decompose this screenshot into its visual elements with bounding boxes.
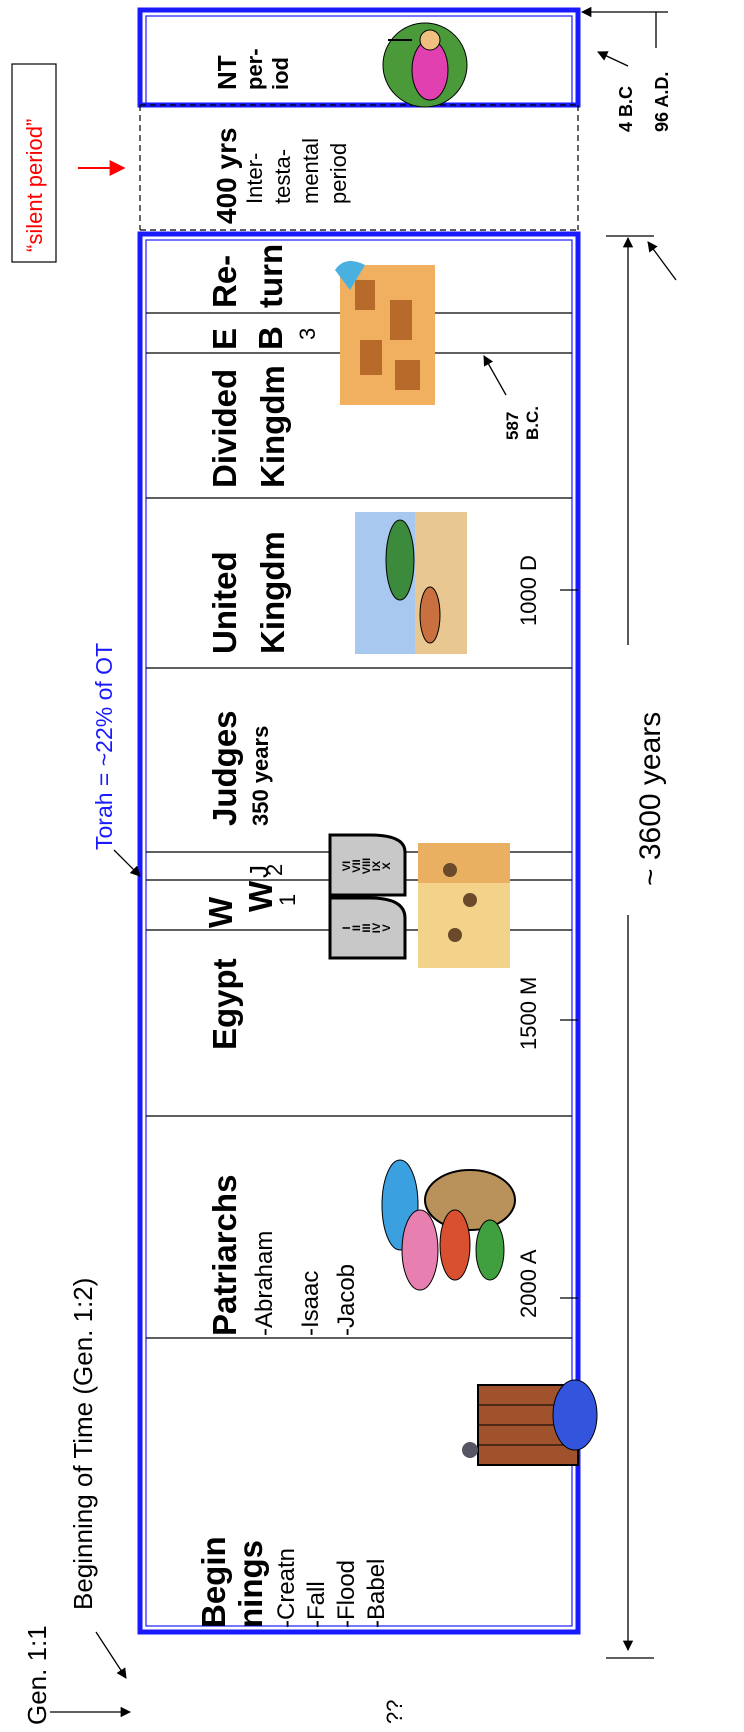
wilderness-n1: 1 — [275, 894, 300, 906]
divided-title-1: Divided — [206, 369, 243, 488]
torah-arrow — [113, 849, 141, 877]
united-title-1: United — [206, 551, 243, 654]
divided-title-2: Kingdm — [254, 365, 291, 488]
tablet-left-IV: IV — [371, 922, 383, 933]
ot-end-arrow — [647, 241, 677, 281]
judges-title: Judges — [206, 710, 243, 826]
intertestamental-box — [139, 104, 579, 231]
beginning-label: Beginning of Time (Gen. 1:2) — [68, 1278, 98, 1610]
nativity-icon — [382, 22, 468, 108]
tablet-left-I: I — [341, 926, 353, 929]
patriarchs-item-2: -Isaac — [297, 1271, 324, 1336]
tablet-numerals: I II III IV V VI VII VIII IX X — [341, 858, 393, 933]
ot-frame — [137, 231, 581, 1635]
intertestamental-line-1: 400 yrs — [211, 127, 242, 224]
ad-label: 96 A.D. — [652, 72, 672, 132]
tablet-right-VIII: VIII — [361, 858, 373, 875]
intertestamental-line-4: mental — [298, 138, 323, 204]
egypt-title: Egypt — [206, 958, 243, 1050]
torah-label: Torah = ~22% of OT — [91, 643, 117, 850]
wilderness-w2: W — [242, 880, 279, 912]
wilderness-n2: 2 — [262, 864, 287, 876]
exile-e: E — [206, 328, 243, 350]
exile-b: B — [252, 326, 289, 350]
david-goliath-icon — [355, 512, 467, 654]
date-ticks — [560, 589, 578, 1299]
city-icon — [335, 261, 435, 405]
span-arrow — [606, 235, 654, 1659]
exile-n3: 3 — [295, 328, 320, 340]
span-label: ~ 3600 years — [634, 712, 667, 886]
tablet-right-VII: VII — [351, 859, 363, 872]
beginnings-item-4: -Babel — [363, 1559, 390, 1628]
wilderness-w1: W — [202, 896, 239, 928]
exile-arrow — [483, 355, 507, 396]
divided-date-2: B.C. — [523, 406, 542, 440]
ark-icon — [462, 1379, 598, 1466]
beginnings-title-2: nings — [232, 1540, 269, 1628]
tablet-right-VI: VI — [341, 861, 353, 871]
patriarchs-title: Patriarchs — [206, 1175, 243, 1336]
question-marks: ?? — [382, 1700, 407, 1724]
patriarchs-date: 2000 A — [516, 1249, 541, 1318]
tablet-right-IX: IX — [371, 860, 383, 871]
tablet-left-V: V — [381, 924, 393, 932]
silent-period-label: “silent period” — [22, 119, 47, 252]
intertestamental-line-2: Inter- — [242, 153, 267, 204]
tablet-right-X: X — [381, 862, 393, 870]
nt-line-1: NT — [212, 55, 242, 90]
intertestamental-line-3: testa- — [270, 149, 295, 204]
judges-sub: 350 years — [248, 726, 273, 826]
bc-arrow — [597, 51, 629, 67]
silent-period-box — [11, 63, 57, 263]
gen-label: Gen. 1:1 — [22, 1625, 52, 1725]
bc-label: 4 B.C — [616, 86, 636, 132]
beginnings-item-1: -Creatn — [273, 1548, 300, 1628]
intertestamental-line-5: period — [326, 143, 351, 204]
camel-caravan-icon — [418, 843, 510, 968]
return-title-2: turn — [252, 244, 289, 308]
egypt-date: 1500 M — [516, 977, 541, 1050]
patriarchs-item-1: -Abraham — [251, 1231, 278, 1336]
divided-date-1: 587 — [503, 412, 522, 440]
return-title-1: Re- — [206, 255, 243, 308]
patriarchs-item-3: -Jacob — [333, 1264, 360, 1336]
beginning-arrow — [95, 1631, 127, 1679]
nt-line-3: iod — [268, 57, 293, 90]
beginnings-item-3: -Flood — [333, 1560, 360, 1628]
nt-line-2: per- — [242, 48, 267, 90]
period-labels: Begin nings -Creatn -Fall -Flood -Babel … — [195, 48, 542, 1628]
tablets-icon — [328, 833, 407, 960]
beginnings-title-1: Begin — [195, 1536, 232, 1628]
family-icon — [381, 1159, 516, 1291]
united-title-2: Kingdm — [254, 531, 291, 654]
tablet-left-III: III — [361, 923, 373, 932]
united-date: 1000 D — [516, 555, 541, 626]
nt-frame — [137, 7, 581, 108]
wilderness-j: J — [244, 865, 274, 878]
tablet-left-II: II — [351, 925, 363, 931]
beginnings-item-2: -Fall — [303, 1581, 330, 1628]
